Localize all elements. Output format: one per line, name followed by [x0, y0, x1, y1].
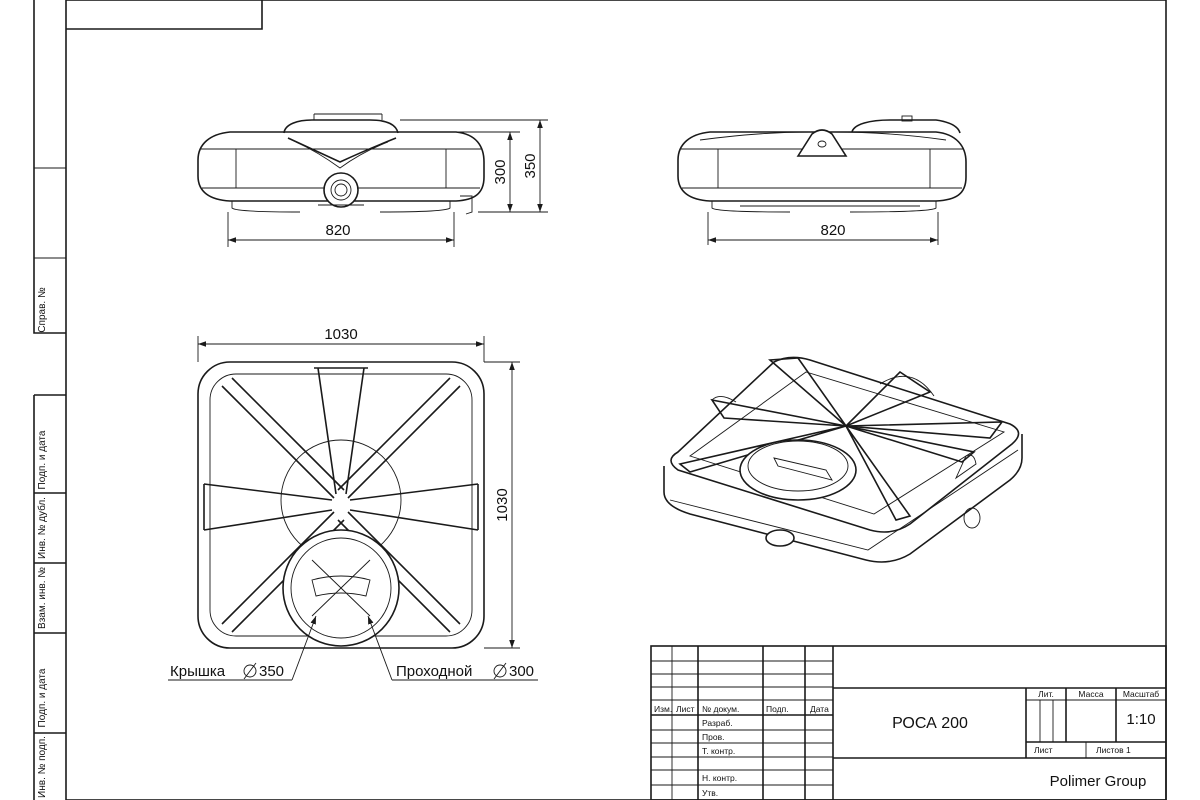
tb-mass-label: Масса	[1078, 689, 1103, 699]
side-label-sprav: Справ. №	[37, 287, 48, 333]
tb-scale-value: 1:10	[1126, 711, 1155, 728]
dim-height-350: 350	[522, 153, 539, 178]
tb-role-tkontr: Т. контр.	[702, 746, 735, 756]
side-label-podp-1: Подп. и дата	[37, 430, 48, 489]
side-dimensions: 820	[707, 212, 939, 245]
side-label-vzam: Взам. инв. №	[37, 567, 48, 629]
binding-strip-labels: Справ. № Подп. и дата Инв. № дубл. Взам.…	[36, 287, 48, 798]
plan-view	[197, 361, 485, 649]
front-view	[197, 113, 485, 215]
dim-plan-width: 1030	[324, 326, 357, 343]
callout-lid-diameter: 350	[259, 663, 284, 680]
callout-manhole-diameter: 300	[509, 663, 534, 680]
side-label-inv-dubl: Инв. № дубл.	[36, 497, 48, 559]
callout-lid-label: Крышка	[170, 663, 226, 680]
diameter-icon	[243, 662, 257, 680]
tb-col-podp: Подп.	[766, 704, 789, 714]
tb-col-list: Лист	[676, 704, 695, 714]
tb-role-razrab: Разраб.	[702, 718, 733, 728]
tb-product-name: РОСА 200	[892, 715, 968, 732]
dim-side-width: 820	[820, 222, 845, 239]
tb-role-utv: Утв.	[702, 788, 718, 798]
title-block: Изм. Лист № докум. Подп. Дата Разраб. Пр…	[650, 645, 1167, 800]
side-label-podp-2: Подп. и дата	[37, 668, 48, 727]
dim-height-300: 300	[492, 159, 509, 184]
side-view	[677, 115, 967, 213]
plan-dimensions: 1030 1030	[197, 326, 520, 649]
tb-role-prov: Пров.	[702, 732, 724, 742]
tb-sheets-label: Листов 1	[1096, 745, 1131, 755]
dim-plan-depth: 1030	[494, 488, 511, 521]
dim-front-width: 820	[325, 222, 350, 239]
tb-col-doc: № докум.	[702, 704, 739, 714]
tb-col-date: Дата	[810, 704, 829, 714]
side-label-inv-podl: Инв. № подп.	[37, 736, 48, 798]
drawing-frame	[33, 0, 1167, 800]
callout-manhole-label: Проходной	[396, 663, 472, 680]
diameter-icon	[493, 662, 507, 680]
plan-ribs	[203, 367, 479, 633]
tb-sheet-label: Лист	[1034, 745, 1053, 755]
tb-company: Polimer Group	[1050, 773, 1147, 790]
tb-lit-label: Лит.	[1038, 689, 1054, 699]
callouts: Крышка 350 Проходной 300	[168, 615, 538, 681]
tb-scale-label: Масштаб	[1123, 689, 1159, 699]
plan-manhole	[282, 529, 400, 647]
tb-role-nkontr: Н. контр.	[702, 773, 737, 783]
tb-col-izm: Изм.	[654, 704, 672, 714]
front-dimensions: 820 300 350	[227, 119, 548, 247]
isometric-view	[663, 356, 1023, 563]
